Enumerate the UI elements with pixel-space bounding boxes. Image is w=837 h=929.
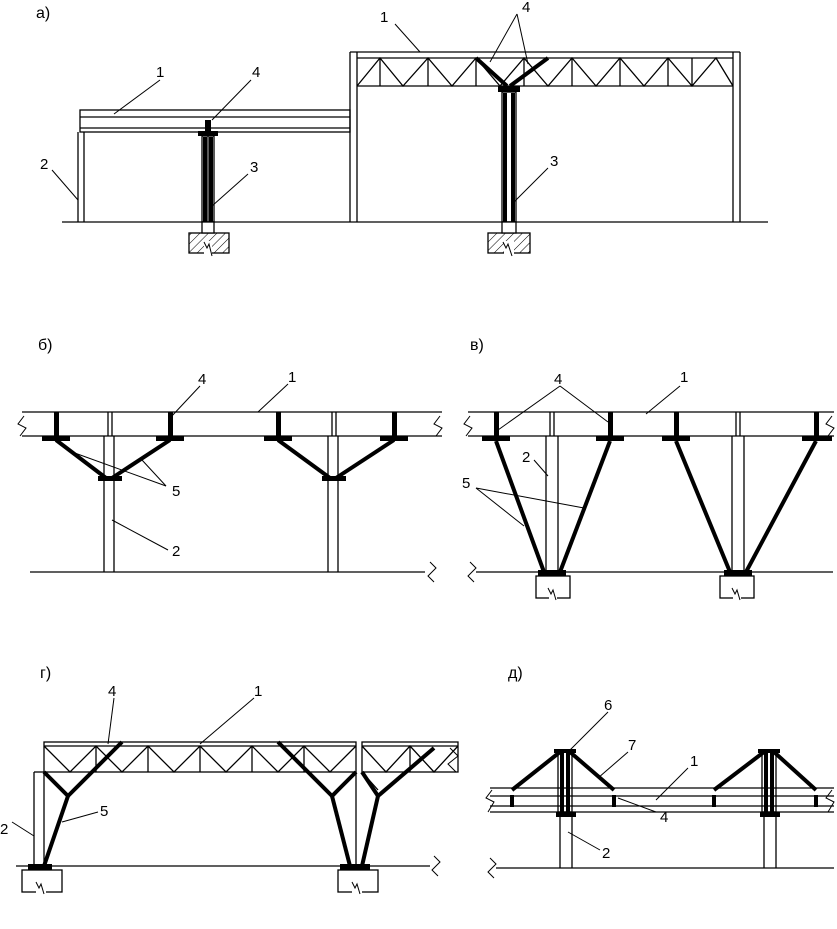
label-a-3-right: 3 (550, 153, 558, 170)
label-v-5: 5 (462, 475, 470, 492)
label-a-1-right: 1 (380, 9, 388, 26)
leader-v-5-1 (475, 487, 525, 527)
panel-g-foundations (21, 864, 379, 895)
panel-v-beams (482, 412, 832, 441)
leader-a-1-left (113, 79, 161, 115)
panel-a-left-beam (79, 109, 351, 133)
panel-b-slab (17, 411, 443, 437)
leader-b-1 (257, 383, 289, 413)
panel-d-columns (556, 812, 780, 868)
panel-v-foundations (535, 570, 755, 601)
leader-g-4 (107, 697, 115, 745)
panel-v-columns (545, 436, 745, 572)
leader-b-5-1 (71, 451, 167, 487)
panel-d-break (487, 857, 497, 879)
leader-v-4-2 (559, 385, 609, 423)
label-v-4: 4 (554, 371, 562, 388)
label-b-4: 4 (198, 371, 206, 388)
label-v-1: 1 (680, 369, 688, 386)
panel-d-slab (485, 787, 835, 813)
panel-a-title: а) (36, 5, 50, 22)
label-g-2: 2 (0, 821, 8, 838)
leader-a-3-right (513, 167, 549, 203)
panel-g-struts (42, 740, 436, 867)
leader-d-7 (597, 751, 629, 779)
leader-v-4-1 (497, 385, 561, 431)
panel-d: д) (485, 665, 835, 879)
label-a-4-left: 4 (252, 64, 260, 81)
panel-b-title: б) (38, 337, 53, 354)
panel-a-tall-walls (349, 52, 741, 222)
panel-g-truss-main (43, 741, 357, 797)
label-g-4: 4 (108, 683, 116, 700)
panel-g-break (431, 855, 441, 877)
leader-b-5-2 (141, 459, 167, 487)
leader-g-2 (11, 821, 35, 837)
panel-b-beams (42, 412, 408, 441)
label-v-2: 2 (522, 449, 530, 466)
label-b-2: 2 (172, 543, 180, 560)
label-d-2: 2 (602, 845, 610, 862)
panel-b-columns (98, 436, 346, 572)
leader-a-2 (51, 169, 79, 201)
label-a-3-left: 3 (250, 159, 258, 176)
panel-a-foundation-left (188, 221, 230, 257)
label-a-2: 2 (40, 156, 48, 173)
label-d-4: 4 (660, 809, 668, 826)
label-d-7: 7 (628, 737, 636, 754)
panel-v-break (467, 561, 477, 583)
panel-a-support-column-right (498, 86, 520, 223)
leader-d-4 (617, 797, 657, 813)
leader-b-4 (169, 385, 201, 419)
leader-d-1 (655, 767, 689, 801)
label-g-1: 1 (254, 683, 262, 700)
leader-a-4-left (211, 79, 252, 121)
leader-a-1-right (394, 23, 421, 53)
label-d-1: 1 (690, 753, 698, 770)
leader-v-5-2 (475, 487, 585, 509)
leader-a-4-right-1 (489, 13, 518, 63)
panel-a-left-wall (77, 132, 85, 222)
leader-a-3-left (211, 173, 249, 207)
panel-d-mast-right (712, 749, 818, 813)
label-a-1-left: 1 (156, 64, 164, 81)
leader-d-2 (567, 831, 601, 851)
leader-a-4-right-2 (516, 13, 529, 65)
label-b-5: 5 (172, 483, 180, 500)
panel-v-slab (463, 411, 835, 437)
leader-b-2 (111, 519, 169, 551)
panel-b-break (427, 561, 437, 583)
leader-g-5 (61, 811, 99, 823)
panel-g-wall-column (33, 771, 45, 866)
leader-g-1 (199, 697, 255, 745)
panel-a: а) (36, 0, 768, 257)
panel-d-mast-left (510, 749, 616, 813)
panel-a-truss (350, 51, 740, 88)
leader-v-1 (645, 385, 681, 415)
label-b-1: 1 (288, 369, 296, 386)
panel-a-support-column-left (198, 120, 218, 223)
panel-g-truss-right (361, 741, 459, 791)
panel-b: б) (17, 337, 443, 583)
label-g-5: 5 (100, 803, 108, 820)
panel-v-title: в) (470, 337, 484, 354)
panel-g: г) (0, 665, 459, 895)
panel-v-struts (494, 440, 818, 573)
panel-d-title: д) (508, 665, 523, 682)
leader-d-6 (567, 711, 609, 753)
panel-v: в) (462, 337, 835, 601)
panel-a-foundation-right (487, 221, 531, 257)
label-a-4-right: 4 (522, 0, 530, 16)
panel-b-struts (54, 438, 396, 480)
panel-g-title: г) (40, 665, 51, 682)
label-d-6: 6 (604, 697, 612, 714)
leader-v-2 (533, 459, 549, 477)
